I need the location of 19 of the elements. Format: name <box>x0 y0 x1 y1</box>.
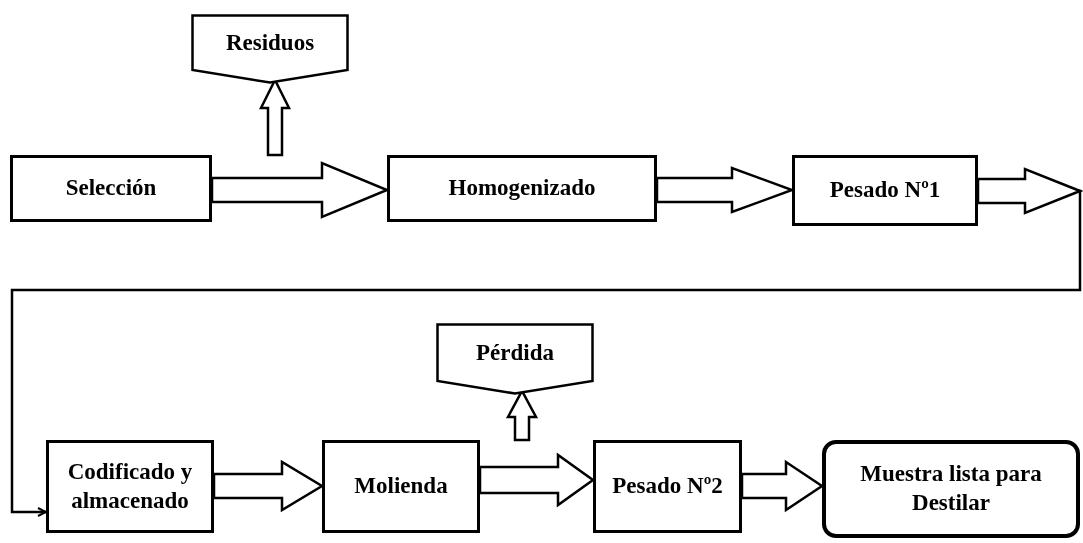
block-arrow <box>478 452 596 508</box>
step-label: Selección <box>64 174 158 203</box>
terminal-box <box>822 440 1080 538</box>
process-box <box>387 155 657 222</box>
step-label: Molienda <box>353 472 449 501</box>
step-label: Pérdida <box>475 338 555 367</box>
block-arrow <box>740 459 825 513</box>
process-box <box>10 155 212 222</box>
process-box <box>322 440 480 533</box>
process-box <box>593 440 742 533</box>
step-label: Pesado Nº2 <box>611 472 724 501</box>
process-box <box>46 440 214 533</box>
step-label: Homogenizado <box>447 174 597 203</box>
step-label: Codificado y almacenado <box>66 457 194 515</box>
step-label: Residuos <box>224 28 316 57</box>
process-box <box>792 155 978 226</box>
step-label: Muestra lista para Destilar <box>859 460 1043 517</box>
block-arrow <box>212 459 325 513</box>
step-label: Pesado Nº1 <box>828 176 942 205</box>
